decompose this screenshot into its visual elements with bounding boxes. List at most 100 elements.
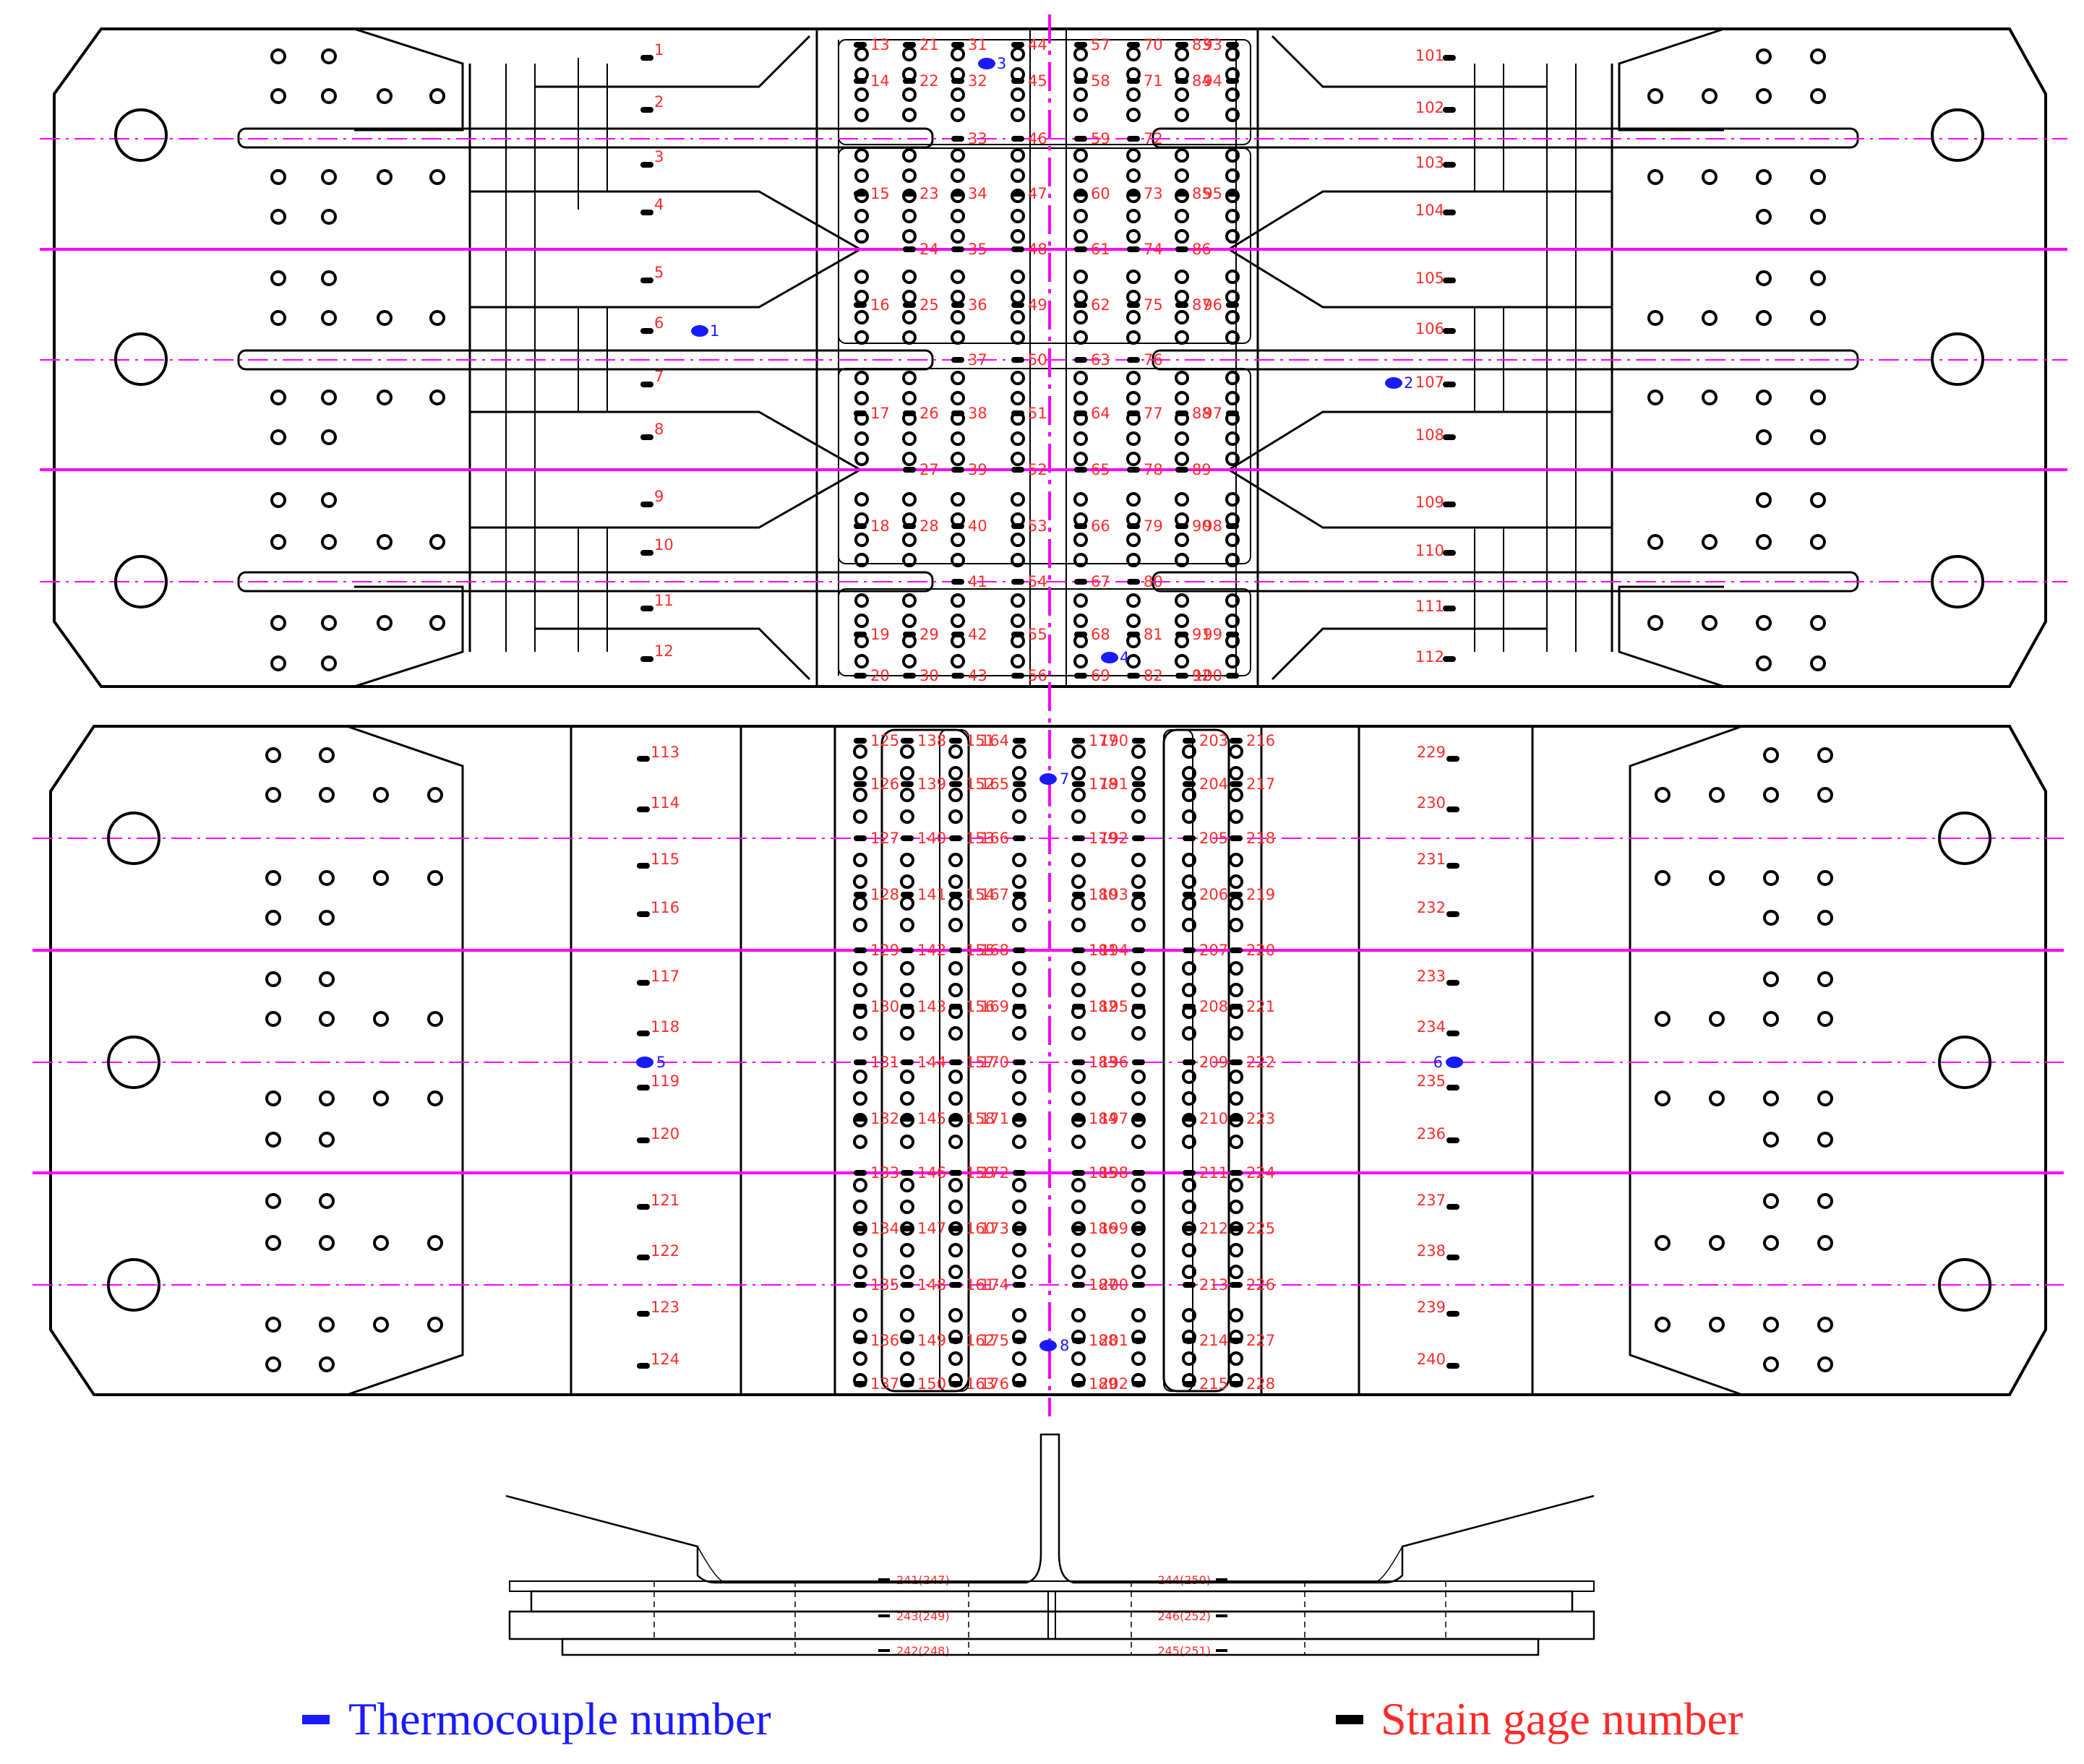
strain-gage-label: 189	[1089, 1375, 1118, 1393]
splice-bolt-hole	[1071, 1308, 1086, 1322]
bolt-hole	[1763, 1132, 1779, 1148]
strain-gage-label: 139	[917, 775, 946, 793]
splice-bolt-hole	[900, 1026, 914, 1041]
splice-bolt-hole	[1073, 47, 1088, 61]
strain-gage-label: 65	[1091, 461, 1110, 478]
splice-bolt-hole	[1131, 853, 1146, 867]
splice-bolt-hole	[902, 431, 917, 446]
splice-bolt-hole	[1229, 1135, 1243, 1149]
strain-gage	[854, 1381, 867, 1387]
splice-bolt-hole	[1012, 1200, 1026, 1214]
strain-gage-label: 150	[917, 1375, 946, 1393]
strain-gage	[640, 606, 653, 611]
strain-gage	[640, 382, 653, 387]
splice-bolt-hole	[1175, 209, 1189, 223]
splice-bolt-hole	[948, 1351, 963, 1366]
splice-bolt-hole	[1126, 270, 1141, 284]
bolt-hole	[1763, 1317, 1779, 1333]
splice-bolt-hole	[1225, 168, 1240, 183]
strain-gage-label: 106	[1415, 320, 1444, 337]
strain-gage-label: 12	[654, 642, 674, 660]
strain-gage	[1446, 1137, 1459, 1143]
strain-gage-label: 24	[919, 241, 939, 258]
strain-gage	[1132, 1170, 1145, 1176]
splice-bolt-hole	[902, 168, 917, 183]
splice-bolt-hole	[854, 108, 869, 122]
strain-gage-label: 11	[654, 592, 674, 609]
strain-gage	[1011, 302, 1024, 308]
strain-gage	[1011, 467, 1024, 473]
strain-gage	[1443, 502, 1456, 507]
splice-bolt-hole	[1012, 1026, 1026, 1041]
strain-gage-label: 238	[1417, 1242, 1446, 1260]
strain-gage-label: 39	[968, 461, 987, 478]
splice-bolt-hole	[1229, 896, 1243, 911]
section-gage	[878, 1578, 890, 1581]
splice-bolt-hole	[1011, 209, 1025, 223]
strain-gage	[1183, 1282, 1196, 1288]
strain-gage	[1013, 1381, 1026, 1387]
splice-bolt-hole	[1011, 330, 1025, 345]
strain-gage	[1013, 1338, 1026, 1343]
splice-bolt-hole	[1071, 1200, 1086, 1214]
pin-hole	[107, 1036, 160, 1089]
strain-gage	[1013, 1116, 1026, 1122]
splice-bolt-hole	[1011, 614, 1025, 628]
splice-bolt-hole	[948, 1070, 963, 1084]
strain-gage	[1226, 632, 1239, 637]
strain-gage	[1230, 835, 1243, 841]
splice-bolt-hole	[1175, 391, 1189, 405]
strain-gage-label: 176	[980, 1375, 1009, 1393]
strain-gage-label: 75	[1144, 296, 1163, 314]
legend: Thermocouple number Strain gage number	[302, 1693, 1743, 1744]
splice-bolt-hole	[1071, 874, 1086, 889]
strain-gage	[1446, 1363, 1459, 1369]
pin-hole	[114, 555, 168, 608]
splice-bolt-hole	[854, 270, 869, 284]
bolt-hole	[321, 169, 337, 185]
strain-gage-label: 126	[870, 775, 899, 793]
splice-bolt-hole	[1182, 1091, 1196, 1106]
bolt-hole	[1817, 1235, 1833, 1251]
strain-gage-label: 110	[1415, 542, 1444, 559]
strain-gage	[1072, 1338, 1085, 1343]
splice-bolt-hole	[1012, 1091, 1026, 1106]
strain-gage-label: 229	[1417, 744, 1446, 761]
splice-bolt-hole	[1012, 1178, 1026, 1192]
strain-gage-label: 119	[651, 1072, 679, 1090]
strain-gage-label: 36	[968, 296, 987, 314]
splice-bolt-hole	[900, 961, 914, 976]
splice-bolt-hole	[1229, 1200, 1243, 1214]
splice-bolt-hole	[1071, 1243, 1086, 1257]
bolt-hole	[1702, 88, 1718, 104]
splice-bolt-hole	[1131, 874, 1146, 889]
splice-bolt-hole	[951, 229, 965, 244]
splice-bolt-hole	[1182, 788, 1196, 802]
bolt-hole	[1810, 88, 1826, 104]
bolt-hole	[1810, 209, 1826, 225]
strain-gage	[854, 1282, 867, 1288]
strain-gage	[1443, 328, 1456, 334]
strain-gage-label: 89	[1192, 461, 1212, 478]
strain-gage-label: 195	[1099, 998, 1128, 1015]
splice-bolt-hole	[951, 371, 965, 385]
pin-hole	[1938, 1036, 1991, 1089]
strain-gage	[901, 892, 914, 898]
strain-gage	[1074, 632, 1087, 637]
pin-hole	[114, 332, 168, 386]
splice-bolt-hole	[1229, 809, 1243, 824]
strain-gage-label: 86	[1192, 241, 1212, 258]
splice-bolt-hole	[902, 492, 917, 507]
strain-gage	[1230, 781, 1243, 787]
strain-gage-label: 107	[1415, 374, 1444, 391]
strain-gage-label: 235	[1417, 1072, 1446, 1090]
splice-bolt-hole	[1225, 108, 1240, 122]
splice-bolt-hole	[1073, 533, 1088, 547]
splice-bolt-hole	[1225, 189, 1240, 203]
strain-gage-label: 81	[1144, 626, 1163, 643]
section-gage	[1216, 1614, 1227, 1617]
splice-bolt-hole	[1073, 290, 1088, 304]
splice-bolt-hole	[1073, 330, 1088, 345]
splice-bolt-hole	[1073, 270, 1088, 284]
